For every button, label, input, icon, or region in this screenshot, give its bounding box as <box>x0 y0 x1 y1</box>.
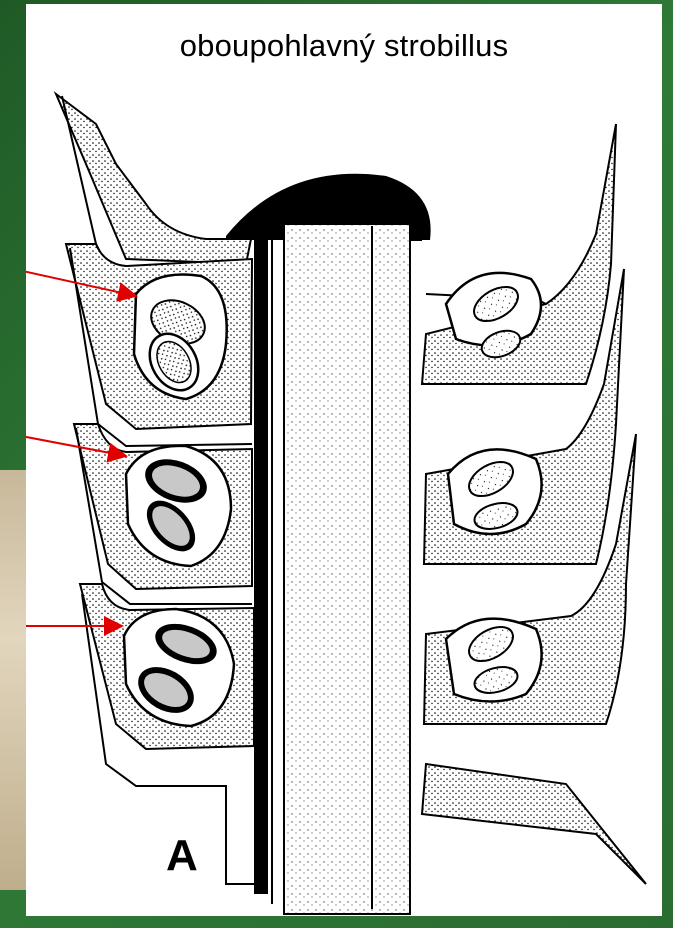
strobilus-diagram <box>26 4 662 916</box>
left-sporophyll-1 <box>56 94 251 264</box>
figure-panel: oboupohlavný strobillus <box>26 4 662 916</box>
central-axis <box>284 224 410 914</box>
right-sporophyll-4 <box>422 764 646 884</box>
upper-left-sporangium <box>134 274 227 399</box>
right-sporangium-3 <box>446 619 542 702</box>
background-photo-strip <box>0 470 26 890</box>
vascular-strand <box>254 234 268 894</box>
figure-label: A <box>166 831 198 881</box>
right-sporangium-2 <box>448 449 542 534</box>
